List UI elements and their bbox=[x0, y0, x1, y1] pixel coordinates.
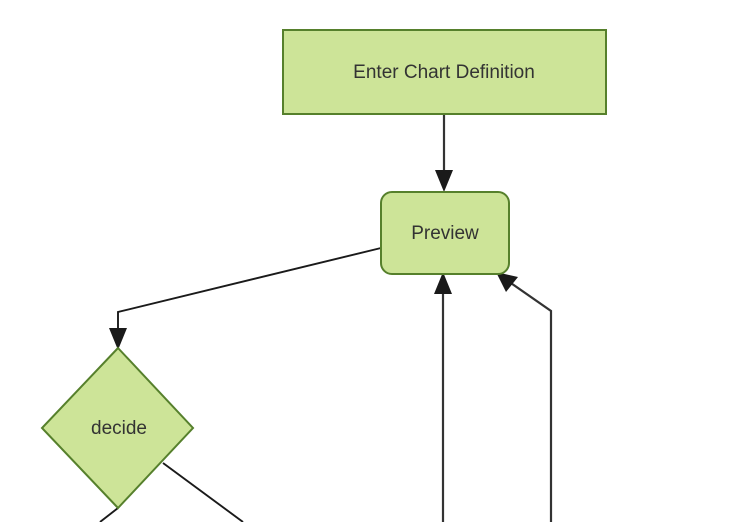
edge-enter-to-preview bbox=[435, 114, 453, 192]
edge-decide-right-out bbox=[162, 462, 244, 522]
edge-line bbox=[507, 280, 553, 522]
node-shape-rectangle[interactable] bbox=[282, 29, 607, 115]
edge-line bbox=[162, 462, 244, 522]
edge-decide-bottom-out bbox=[99, 507, 119, 522]
node-preview[interactable]: Preview bbox=[380, 191, 510, 275]
node-shape-rounded-rectangle[interactable] bbox=[380, 191, 510, 275]
edge-preview-to-decide bbox=[109, 247, 382, 350]
edge-line bbox=[117, 247, 382, 334]
node-enter-chart-definition[interactable]: Enter Chart Definition bbox=[282, 29, 607, 115]
edge-line bbox=[99, 507, 119, 522]
arrowhead-down-icon bbox=[109, 328, 127, 350]
node-decide[interactable]: decide bbox=[40, 346, 195, 510]
edge-bottom-center-to-preview bbox=[434, 272, 452, 522]
arrowhead-up-icon bbox=[434, 272, 452, 294]
edge-bottom-right-to-preview bbox=[496, 272, 553, 522]
arrowhead-upleft-icon bbox=[496, 272, 518, 292]
arrowhead-down-icon bbox=[435, 170, 453, 192]
node-shape-diamond[interactable] bbox=[40, 346, 195, 510]
